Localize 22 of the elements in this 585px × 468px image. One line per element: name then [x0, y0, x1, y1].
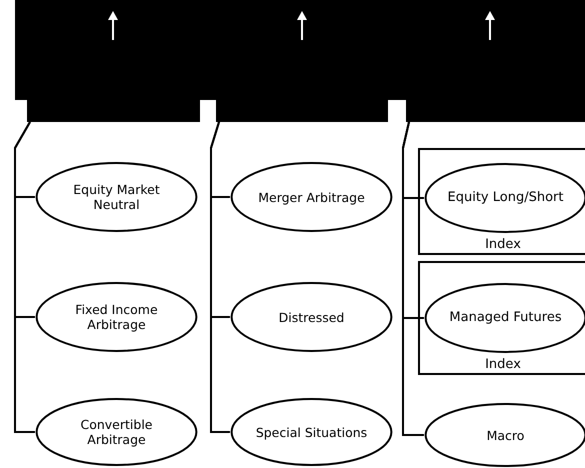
strategy-label: Distressed — [278, 310, 344, 324]
index-box — [418, 148, 585, 255]
bracket-connector — [402, 122, 424, 436]
strategy-label: Equity Market Neutral — [72, 182, 161, 212]
bracket-connector — [210, 122, 230, 433]
strategy-ellipse — [230, 398, 393, 466]
strategy-ellipse — [35, 282, 198, 352]
strategy-label: Convertible Arbitrage — [79, 417, 154, 447]
index-label: Index — [485, 357, 521, 373]
strategy-label: Macro — [486, 428, 524, 442]
strategy-label: Special Situations — [256, 424, 368, 440]
index-box — [418, 261, 585, 375]
strategy-ellipse — [230, 162, 393, 232]
strategy-ellipse — [35, 162, 198, 232]
strategy-label: Managed Futures — [449, 310, 562, 326]
bracket-connector — [14, 122, 35, 433]
strategy-ellipse — [35, 398, 198, 466]
strategy-label: Fixed Income Arbitrage — [74, 302, 159, 332]
strategy-label: Equity Long/Short — [448, 190, 564, 206]
strategy-label: Merger Arbitrage — [258, 190, 365, 204]
index-label: Index — [485, 237, 521, 253]
strategy-ellipse — [230, 282, 393, 352]
